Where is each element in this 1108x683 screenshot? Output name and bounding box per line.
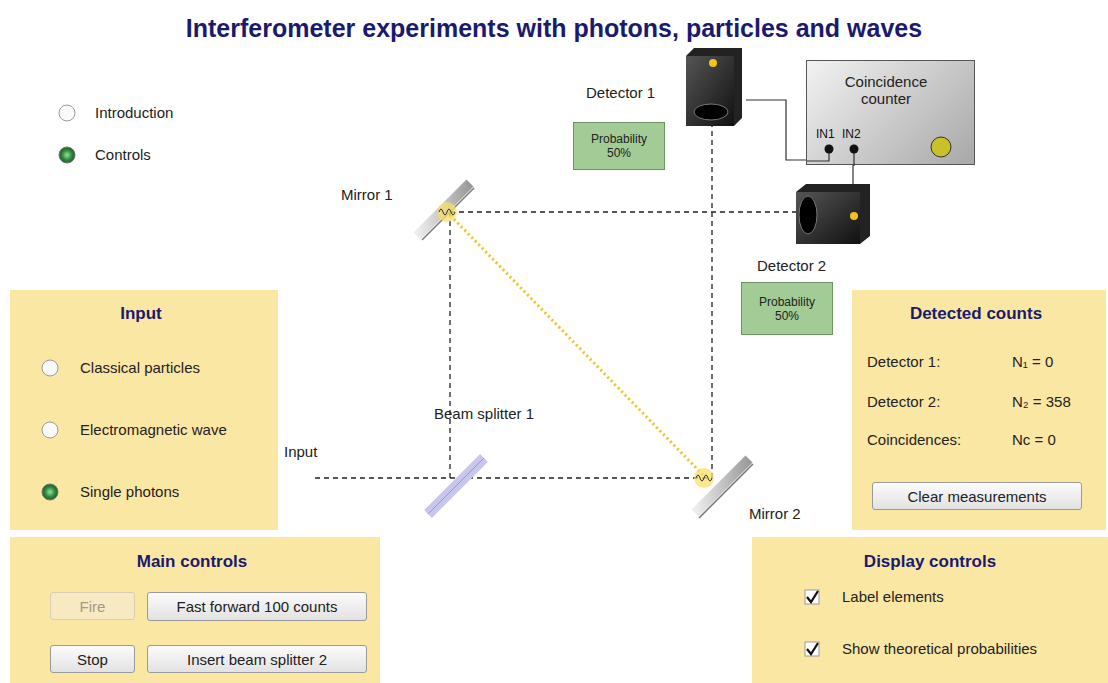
push-button: Insert beam splitter 2 [147, 645, 367, 673]
radio-button [59, 105, 75, 121]
signal-wire [852, 165, 853, 184]
node-text: Label elements [842, 588, 944, 605]
display-panel: Display controlsLabel elementsShow theor… [752, 537, 1108, 683]
push-button: Stop [50, 645, 135, 673]
node-text: N₂ = 358 [1012, 393, 1071, 410]
mirror-back [422, 188, 474, 240]
push-button: Fast forward 100 counts [147, 592, 367, 621]
radio-button [59, 147, 75, 163]
photon-path [447, 212, 704, 476]
element-label: Beam splitter 1 [434, 405, 514, 422]
node-text: Detector 1: [867, 353, 940, 370]
mirror [695, 459, 749, 513]
element-label: Introduction [95, 104, 173, 121]
node-text: Coincidences: [867, 431, 961, 448]
beam-splitter [428, 458, 484, 514]
node-text: Nc = 0 [1012, 431, 1056, 448]
node-text: Single photons [80, 483, 179, 500]
signal-wire [746, 100, 806, 160]
push-button-disabled: Fire [50, 592, 135, 620]
node-text: Detector 2: [867, 393, 940, 410]
node-heading: Detector 2 [757, 257, 826, 274]
detector-node: Detector 2 [752, 184, 876, 280]
node-heading: Display controls [752, 552, 1108, 572]
node-text: Electromagnetic wave [80, 421, 227, 438]
probability-box: Probability 50% [573, 122, 665, 170]
node-heading: Fast forward 100 counts [177, 598, 338, 615]
main-controls-panel: Main controlsFire Fast forward 100 counts… [10, 537, 380, 683]
node-text: Classical particles [80, 359, 200, 376]
page-title: Interferometer experiments with photons,… [0, 14, 1108, 43]
node-text: IN1 [816, 127, 835, 141]
coincidence-counter: Coincidence counterIN1 IN2 [806, 60, 975, 165]
node-heading: Probability 50% [583, 132, 655, 160]
counts-panel: Detected countsDetector 1: N₁ = 0 Detector… [852, 290, 1106, 530]
node-heading: Clear measurements [907, 488, 1046, 505]
node-heading: Input [10, 304, 272, 324]
node-text: N₁ = 0 [1012, 353, 1053, 370]
element-label: Mirror 2 [749, 505, 801, 522]
node-heading: Main controls [10, 552, 374, 572]
beam-splitter-edge [428, 458, 484, 514]
node-heading: Detector 1 [586, 84, 655, 101]
photon-wavepacket [437, 202, 714, 488]
detector-icon [686, 48, 742, 126]
element-label: Mirror 1 [341, 186, 393, 203]
node-heading: Coincidence counter [831, 73, 941, 107]
input-panel: InputClassical particlesElectromagnetic … [10, 290, 278, 530]
element-label: Input [284, 443, 317, 460]
node-heading: Stop [77, 651, 108, 668]
node-heading: Fire [80, 598, 106, 615]
node-heading: Insert beam splitter 2 [187, 651, 327, 668]
node-heading: Probability 50% [751, 295, 823, 323]
detector-icon [796, 184, 870, 244]
detector-node: Detector 1 [582, 46, 746, 130]
element-label: Controls [95, 146, 151, 163]
probability-box: Probability 50% [741, 282, 833, 335]
push-button: Clear measurements [872, 482, 1082, 510]
mirror [417, 183, 470, 236]
node-text: Show theoretical probabilities [842, 640, 1037, 657]
node-heading: Detected counts [852, 304, 1100, 324]
beam-path [315, 126, 796, 478]
node-text: IN2 [842, 127, 861, 141]
